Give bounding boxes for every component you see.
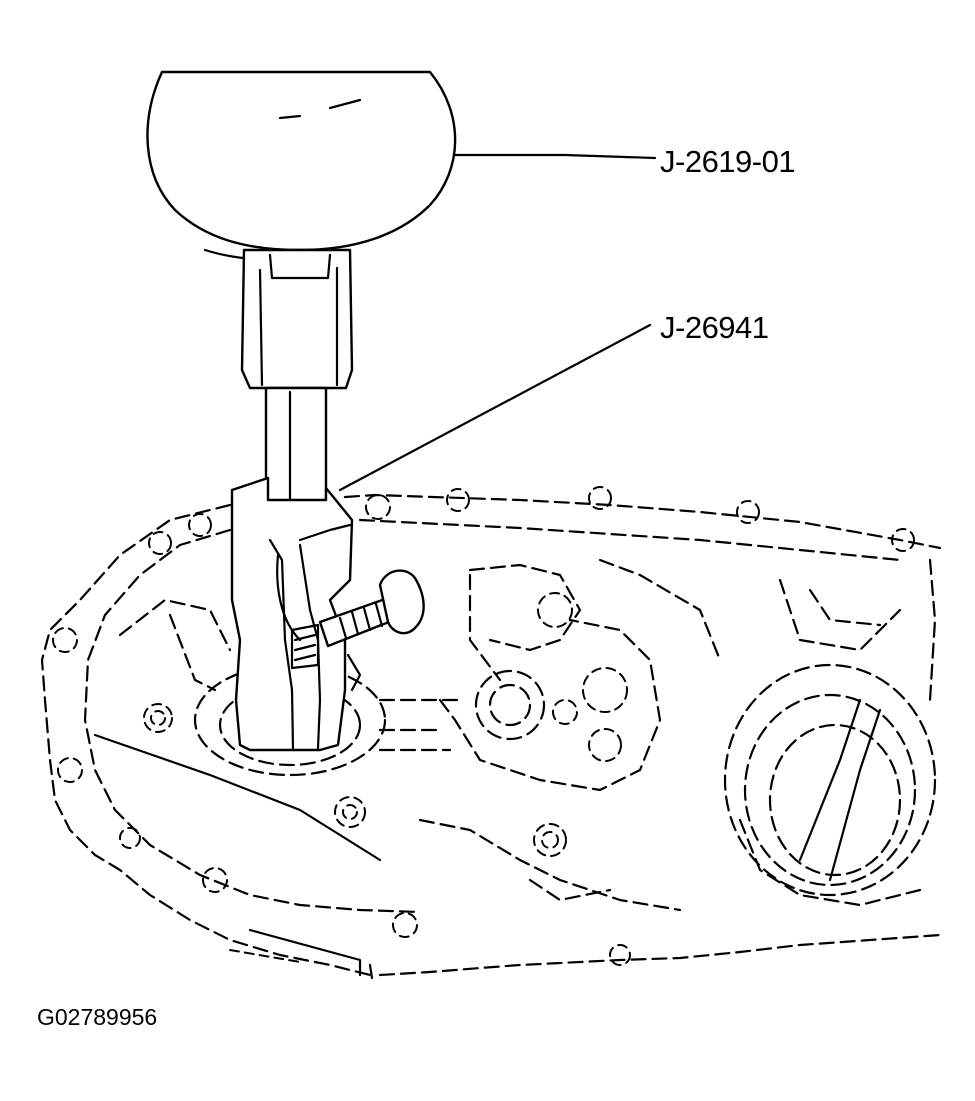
puller-tool: [230, 476, 425, 752]
leader-lines: [338, 153, 657, 492]
transmission-case: [40, 486, 942, 980]
callout-label-puller: J-26941: [660, 310, 769, 345]
callout-label-slide-hammer: J-2619-01: [660, 144, 796, 179]
figure-id: G02789956: [37, 1004, 158, 1030]
slide-hammer-tool: [146, 70, 457, 504]
